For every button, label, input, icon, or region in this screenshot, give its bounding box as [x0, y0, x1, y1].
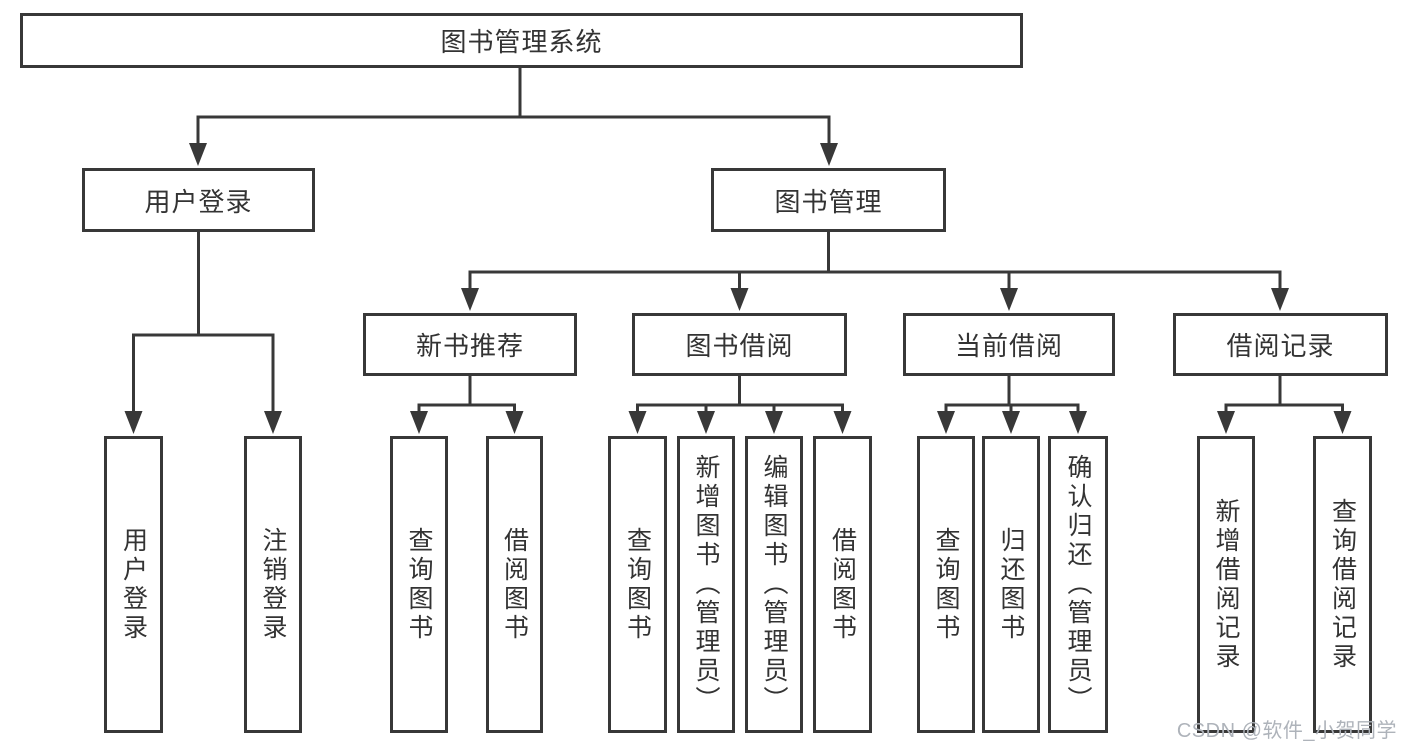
- watermark: CSDN @软件_小贺同学: [1176, 720, 1397, 742]
- node-current-borrow: 当前借阅: [903, 313, 1115, 376]
- connector-lines: [132, 68, 1344, 416]
- node-user-login: 用户登录: [82, 168, 315, 232]
- leaf-query-borrow-record: 查询借阅记录: [1313, 436, 1372, 733]
- leaf-user-login: 用户登录: [104, 436, 163, 733]
- leaf-query-books-borrow: 查询图书: [608, 436, 667, 733]
- node-borrow-records: 借阅记录: [1173, 313, 1388, 376]
- leaf-borrow-books-borrow: 借阅图书: [813, 436, 872, 733]
- node-root-system: 图书管理系统: [20, 13, 1023, 68]
- leaf-add-borrow-record: 新增借阅记录: [1197, 436, 1255, 733]
- leaf-query-books-current: 查询图书: [917, 436, 975, 733]
- leaf-logout: 注销登录: [244, 436, 302, 733]
- node-book-borrow: 图书借阅: [632, 313, 847, 376]
- arrow-down-icons: [124, 143, 1352, 434]
- leaf-borrow-books-recommend: 借阅图书: [486, 436, 543, 733]
- leaf-add-books-admin: 新增图书（管理员）: [677, 436, 735, 733]
- leaf-return-books: 归还图书: [982, 436, 1040, 733]
- node-book-management: 图书管理: [711, 168, 946, 232]
- leaf-query-books-recommend: 查询图书: [390, 436, 448, 733]
- leaf-edit-books-admin: 编辑图书（管理员）: [745, 436, 803, 733]
- leaf-confirm-return-admin: 确认归还（管理员）: [1048, 436, 1108, 733]
- node-new-book-recommend: 新书推荐: [363, 313, 577, 376]
